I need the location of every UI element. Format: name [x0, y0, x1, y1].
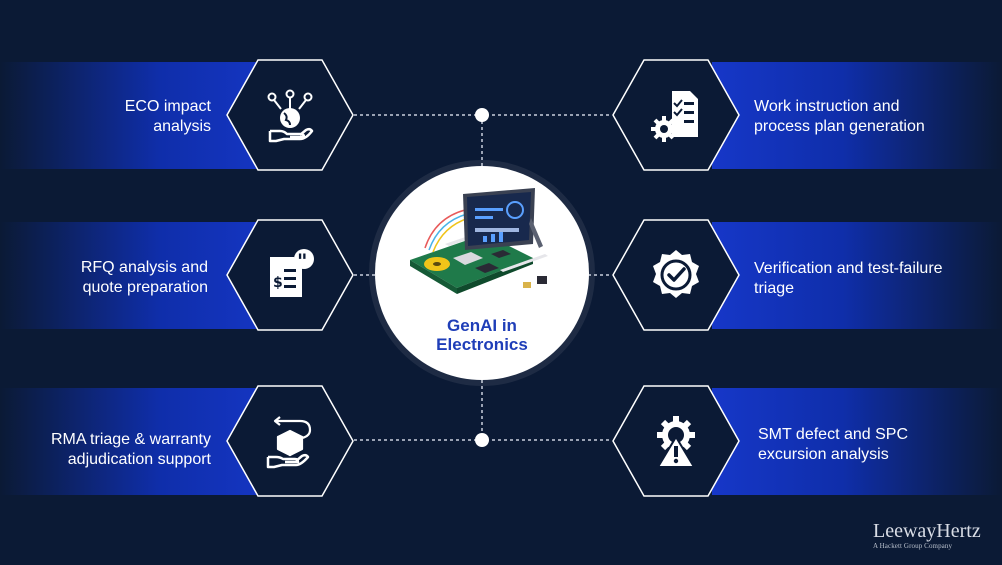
document-quote-icon: $ "	[270, 249, 314, 297]
electronics-board-illustration	[410, 188, 548, 294]
svg-text:": "	[297, 249, 307, 273]
hex-smt	[612, 385, 740, 497]
center-title-line2: Electronics	[436, 335, 528, 354]
label-smt-line2: excursion analysis	[758, 446, 889, 463]
brand-tagline: A Hackett Group Company	[873, 542, 953, 550]
label-work-line2: process plan generation	[754, 118, 925, 135]
hex-rfq: $ "	[226, 219, 354, 331]
gear-warning-icon	[656, 416, 696, 468]
junction-dot-top	[475, 108, 489, 122]
label-rfq-line2: quote preparation	[82, 279, 208, 296]
band-verify	[712, 222, 1002, 329]
hex-rma	[226, 385, 354, 497]
label-eco: ECO impact analysis	[125, 97, 211, 137]
band-smt	[712, 388, 1002, 495]
label-verify-line1: Verification and test-failure	[754, 260, 943, 277]
brand-logo: LeewayHertz A Hackett Group Company	[873, 520, 981, 551]
label-rma: RMA triage & warranty adjudication suppo…	[51, 430, 211, 470]
label-rma-line1: RMA triage & warranty	[50, 431, 211, 448]
label-verify: Verification and test-failure triage	[754, 259, 943, 299]
label-smt-line1: SMT defect and SPC	[758, 426, 908, 443]
brand-name: LeewayHertz	[873, 520, 981, 542]
hex-work	[612, 59, 740, 171]
label-work: Work instruction and process plan genera…	[754, 97, 925, 137]
hex-eco	[226, 59, 354, 171]
junction-dot-bottom	[475, 433, 489, 447]
label-rfq-line1: RFQ analysis and	[80, 259, 208, 276]
globe-network-hand-icon	[267, 89, 314, 143]
label-rfq: RFQ analysis and quote preparation	[81, 258, 208, 298]
center-hub: GenAI in Electronics	[375, 166, 589, 380]
band-work	[712, 62, 1002, 169]
label-work-line1: Work instruction and	[754, 98, 900, 115]
label-eco-line1: ECO impact	[124, 98, 211, 115]
center-title-line1: GenAI in	[447, 316, 517, 335]
label-eco-line2: analysis	[153, 118, 211, 135]
verified-badge-icon	[653, 250, 699, 298]
box-return-hand-icon	[266, 416, 312, 469]
label-verify-line2: triage	[754, 280, 795, 297]
label-rma-line2: adjudication support	[67, 451, 211, 468]
label-smt: SMT defect and SPC excursion analysis	[758, 425, 908, 465]
center-title: GenAI in Electronics	[375, 316, 589, 354]
hex-verify	[612, 219, 740, 331]
svg-text:$: $	[273, 275, 283, 291]
checklist-gear-icon	[651, 91, 698, 142]
